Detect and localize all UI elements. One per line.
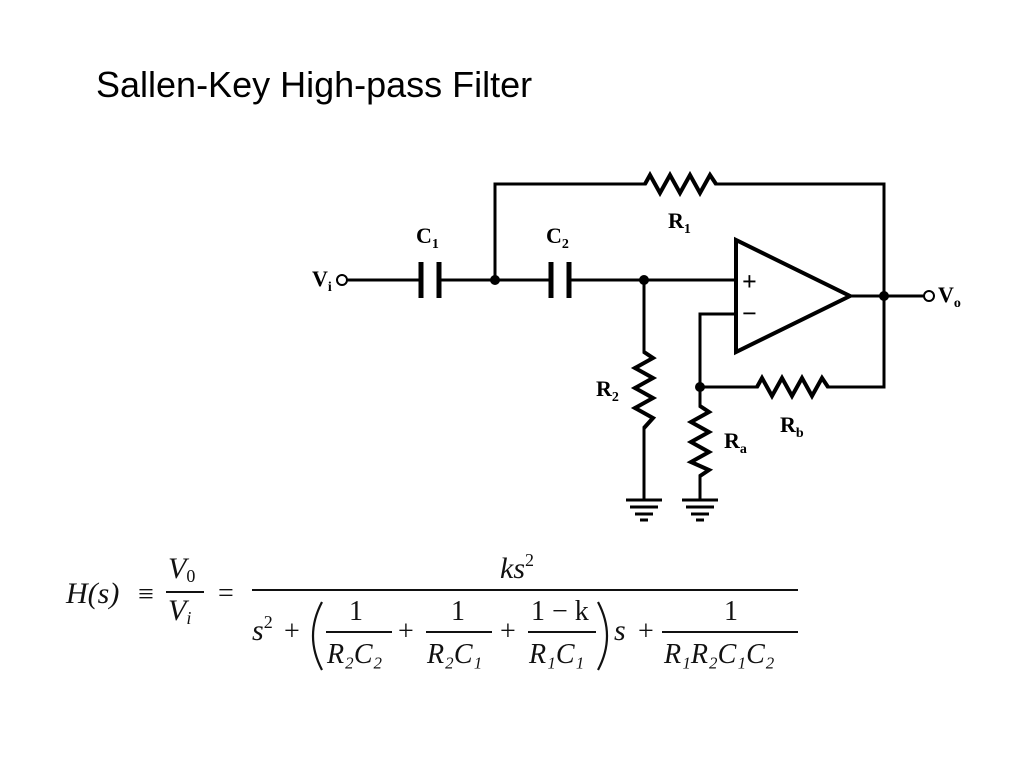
eq-term3-den: R₁C₁ — [528, 639, 584, 670]
eq-plus-3: + — [500, 616, 516, 647]
ground-symbol-r2 — [626, 498, 662, 522]
resistor-r1 — [643, 170, 718, 198]
op-amp: + − — [734, 236, 855, 356]
junction-node-a — [490, 275, 500, 285]
eq-equals: = — [218, 578, 234, 609]
resistor-r2 — [630, 350, 658, 430]
eq-numerator: ks2 — [500, 550, 534, 585]
eq-lhs: H(s) — [65, 577, 119, 610]
eq-term4-num: 1 — [724, 596, 738, 627]
wire-rb-right — [826, 294, 886, 389]
wire-feedback-left — [493, 182, 647, 282]
eq-den-s2: s2 — [252, 612, 273, 647]
label-ra: Ra — [724, 428, 747, 457]
eq-term1-num: 1 — [349, 596, 363, 627]
eq-left-paren — [312, 601, 323, 671]
eq-right-paren — [597, 601, 608, 671]
op-amp-minus-sign: − — [742, 299, 757, 328]
label-r2: R2 — [596, 376, 619, 405]
label-c1: C1 — [416, 223, 439, 252]
input-terminal — [336, 274, 348, 286]
wire-feedback-right — [714, 182, 886, 298]
junction-node-b — [639, 275, 649, 285]
eq-term2-den: R₂C₁ — [426, 639, 482, 670]
eq-v0: V0 — [168, 552, 195, 586]
ground-symbol-ra — [682, 498, 718, 522]
eq-term3-num: 1 − k — [531, 596, 589, 627]
junction-minus — [695, 382, 705, 392]
eq-plus-4: + — [638, 616, 654, 647]
slide-title: Sallen-Key High-pass Filter — [96, 64, 533, 105]
output-terminal — [923, 290, 935, 302]
eq-term1-den: R₂C₂ — [326, 639, 383, 670]
op-amp-plus-sign: + — [742, 267, 757, 296]
eq-vi: Vi — [168, 594, 191, 628]
eq-term2-num: 1 — [451, 596, 465, 627]
eq-plus-2: + — [398, 616, 414, 647]
wire-minus — [698, 312, 738, 389]
eq-s-after-paren: s — [614, 614, 626, 647]
resistor-rb — [755, 373, 830, 401]
capacitor-c2 — [548, 262, 572, 298]
eq-equiv: ≡ — [138, 579, 154, 610]
resistor-ra — [686, 404, 714, 478]
junction-output — [879, 291, 889, 301]
label-c2: C2 — [546, 223, 569, 252]
port-label-vi: Vi — [312, 266, 332, 295]
transfer-function: H(s) ≡ V0 Vi = ks2 s2 + 1 R₂C₂ + 1 R₂C₁ — [65, 550, 798, 671]
label-r1: R1 — [668, 208, 691, 237]
port-label-vo: Vo — [938, 282, 961, 311]
label-rb: Rb — [780, 412, 804, 441]
eq-term4-den: R₁R₂C₁C₂ — [663, 639, 775, 670]
eq-plus-1: + — [284, 616, 300, 647]
capacitor-c1 — [418, 262, 442, 298]
